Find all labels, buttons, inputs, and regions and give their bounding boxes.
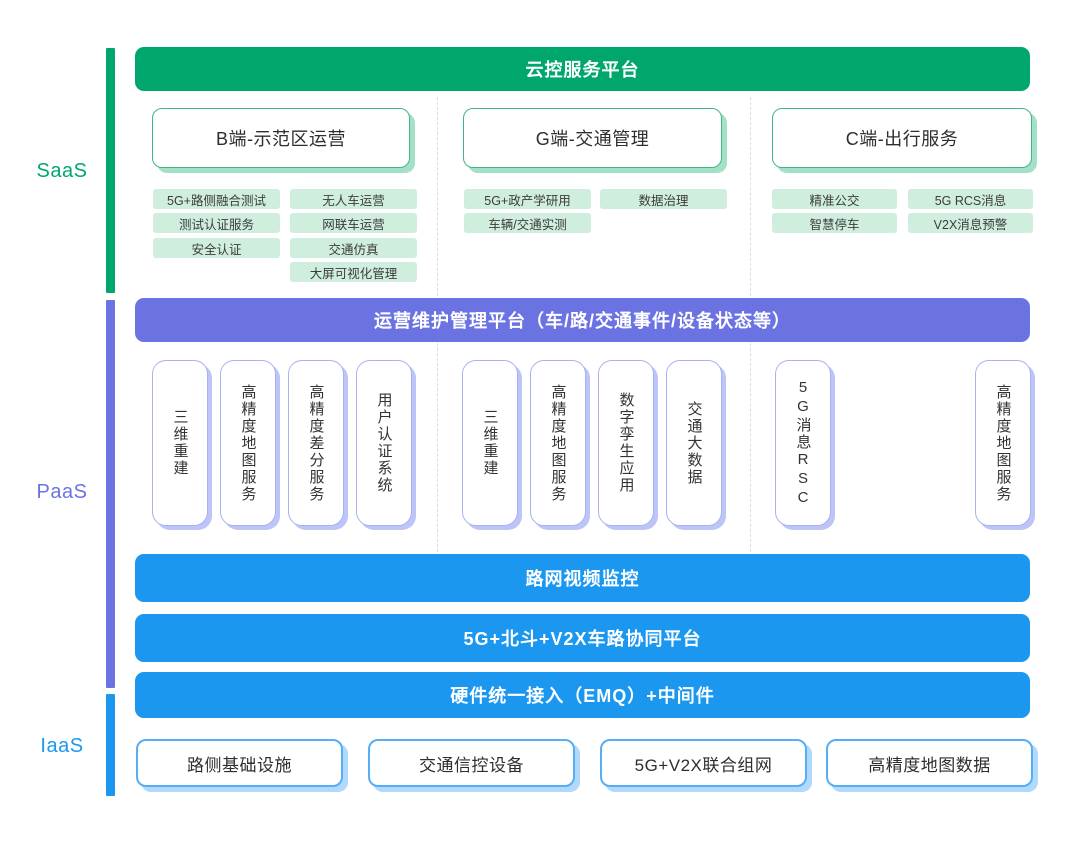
c-side-card: C端-出行服务 — [772, 108, 1032, 168]
saas-tag: 5G RCS消息 — [908, 189, 1033, 209]
paas-card: 高精度地图服务 — [975, 360, 1031, 526]
g-side-card: G端-交通管理 — [463, 108, 722, 168]
paas-card: 5G消息RSC — [775, 360, 831, 526]
saas-tag: 车辆/交通实测 — [464, 213, 591, 233]
iaas-card: 路侧基础设施 — [136, 739, 343, 787]
v2x-cooperation-platform-banner: 5G+北斗+V2X车路协同平台 — [135, 614, 1030, 662]
iaas-card: 交通信控设备 — [368, 739, 575, 787]
paas-card: 三维重建 — [152, 360, 208, 526]
saas-tag: 精准公交 — [772, 189, 897, 209]
paas-card: 高精度地图服务 — [220, 360, 276, 526]
paas-card: 交通大数据 — [666, 360, 722, 526]
paas-layer-bar — [106, 300, 115, 688]
paas-card: 高精度地图服务 — [530, 360, 586, 526]
paas-label: PaaS — [36, 481, 88, 503]
ops-maintenance-platform-banner: 运营维护管理平台（车/路/交通事件/设备状态等） — [135, 298, 1030, 342]
iaas-layer-bar — [106, 694, 115, 796]
iaas-card: 高精度地图数据 — [826, 739, 1033, 787]
cloud-service-platform-banner: 云控服务平台 — [135, 47, 1030, 91]
saas-tag: 网联车运营 — [290, 213, 417, 233]
paas-card: 高精度差分服务 — [288, 360, 344, 526]
saas-tag: 无人车运营 — [290, 189, 417, 209]
paas-card: 用户认证系统 — [356, 360, 412, 526]
hardware-access-middleware-banner: 硬件统一接入（EMQ）+中间件 — [135, 672, 1030, 718]
paas-card: 三维重建 — [462, 360, 518, 526]
saas-tag: 5G+政产学研用 — [464, 189, 591, 209]
saas-tag: 大屏可视化管理 — [290, 262, 417, 282]
road-video-monitoring-banner: 路网视频监控 — [135, 554, 1030, 602]
saas-tag: 交通仿真 — [290, 238, 417, 258]
b-side-card: B端-示范区运营 — [152, 108, 410, 168]
iaas-label: IaaS — [40, 735, 84, 757]
saas-tag: 测试认证服务 — [153, 213, 280, 233]
paas-card: 数字孪生应用 — [598, 360, 654, 526]
saas-layer-bar — [106, 48, 115, 293]
saas-tag: 数据治理 — [600, 189, 727, 209]
saas-label: SaaS — [36, 160, 88, 182]
saas-tag: 智慧停车 — [772, 213, 897, 233]
iaas-card: 5G+V2X联合组网 — [600, 739, 807, 787]
saas-tag: V2X消息预警 — [908, 213, 1033, 233]
saas-tag: 安全认证 — [153, 238, 280, 258]
saas-tag: 5G+路侧融合测试 — [153, 189, 280, 209]
